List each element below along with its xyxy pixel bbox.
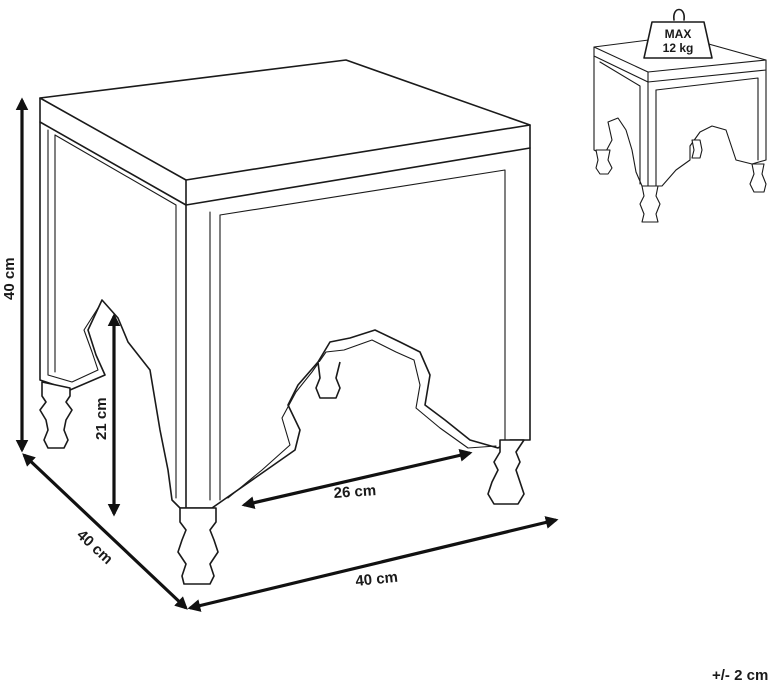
leg-left: [39, 381, 73, 449]
width-label: 40 cm: [355, 569, 399, 590]
dimension-height-40: 40 cm: [1, 97, 29, 453]
dimension-opening-height-21: 21 cm: [93, 313, 121, 517]
leg-back-right: [315, 361, 341, 399]
leg-front: [177, 507, 219, 585]
depth-label: 40 cm: [73, 526, 116, 567]
leg-right: [487, 439, 525, 505]
opening-width-label: 26 cm: [333, 482, 377, 502]
dimension-width-40: 40 cm: [187, 516, 559, 612]
tolerance-label: +/- 2 cm: [712, 667, 768, 684]
dimension-depth-40: 40 cm: [22, 453, 188, 610]
dimension-opening-width-26: 26 cm: [241, 449, 473, 509]
small-table-with-weight: MAX 12 kg: [593, 8, 767, 223]
weight-value-label: 12 kg: [663, 41, 694, 55]
opening-height-label: 21 cm: [93, 397, 110, 440]
weight-max-label: MAX: [665, 27, 692, 41]
weight-icon: MAX 12 kg: [643, 8, 713, 59]
height-label: 40 cm: [1, 257, 18, 300]
